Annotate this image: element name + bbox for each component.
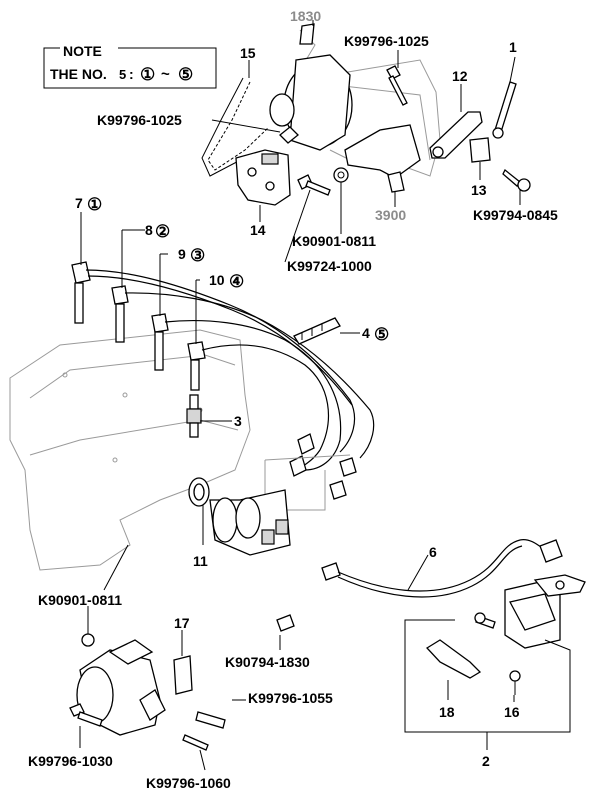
label-18: 18 bbox=[439, 704, 455, 720]
label-3: 3 bbox=[234, 413, 242, 429]
note-part-no: 5 bbox=[119, 67, 126, 82]
label-14: 14 bbox=[250, 222, 266, 238]
coil-wire-drawing bbox=[321, 539, 563, 598]
label-16: 16 bbox=[504, 704, 520, 720]
label-12: 12 bbox=[452, 68, 468, 84]
label-1830: 1830 bbox=[290, 8, 321, 24]
label-11: 11 bbox=[193, 553, 208, 569]
label-9-circle: ③ bbox=[190, 246, 205, 265]
label-9: 9 bbox=[178, 246, 186, 262]
label-k90901-0811-left: K90901-0811 bbox=[38, 592, 122, 608]
leader-lines-top bbox=[211, 20, 521, 263]
label-6: 6 bbox=[429, 544, 437, 560]
label-2: 2 bbox=[482, 753, 490, 769]
plug-wires-drawing bbox=[71, 261, 375, 511]
ignition-coil-drawing bbox=[474, 574, 586, 649]
label-1: 1 bbox=[509, 39, 517, 55]
leader-lines-bottom bbox=[79, 212, 515, 771]
label-k90901-0811-top: K90901-0811 bbox=[292, 233, 376, 249]
note-range-start: ① bbox=[140, 65, 155, 84]
label-10-circle: ④ bbox=[229, 272, 244, 291]
distributor-drawing bbox=[209, 489, 291, 556]
label-8: 8 bbox=[145, 222, 153, 238]
alternator-drawing bbox=[201, 23, 531, 206]
note-range-end: ⑤ bbox=[178, 65, 193, 84]
note-range-sep: ~ bbox=[161, 66, 170, 83]
label-7-circle: ① bbox=[87, 195, 102, 214]
engine-head-drawing bbox=[9, 329, 251, 571]
label-k99796-1060: K99796-1060 bbox=[146, 775, 231, 791]
label-k99796-1025-top: K99796-1025 bbox=[344, 33, 429, 49]
bolt-1 bbox=[492, 81, 517, 139]
label-k99796-1030: K99796-1030 bbox=[28, 753, 113, 769]
label-7: 7 bbox=[75, 195, 83, 211]
bolt-top-center bbox=[386, 65, 408, 106]
label-k99796-1055: K99796-1055 bbox=[248, 690, 333, 706]
label-k99796-1025-left: K99796-1025 bbox=[97, 112, 182, 128]
label-k99724-1000: K99724-1000 bbox=[287, 258, 372, 274]
label-8-circle: ② bbox=[155, 222, 170, 241]
label-13: 13 bbox=[471, 182, 487, 198]
label-k99794-0845: K99794-0845 bbox=[473, 207, 558, 223]
label-4-circle: ⑤ bbox=[374, 325, 389, 344]
label-15: 15 bbox=[240, 45, 256, 61]
bolt-left bbox=[279, 126, 299, 144]
label-k90794-1830: K90794-1830 bbox=[225, 654, 310, 670]
label-10: 10 bbox=[209, 272, 225, 288]
label-4: 4 bbox=[362, 325, 370, 341]
starter-motor-drawing bbox=[69, 614, 295, 751]
label-3900: 3900 bbox=[375, 207, 406, 223]
label-17: 17 bbox=[174, 615, 190, 631]
note-title: NOTE bbox=[63, 43, 102, 59]
svg-text::: : bbox=[129, 66, 134, 82]
note-line-prefix: THE NO. bbox=[50, 66, 107, 82]
note-box: NOTE THE NO. 5 : ① ~ ⑤ bbox=[43, 43, 217, 89]
